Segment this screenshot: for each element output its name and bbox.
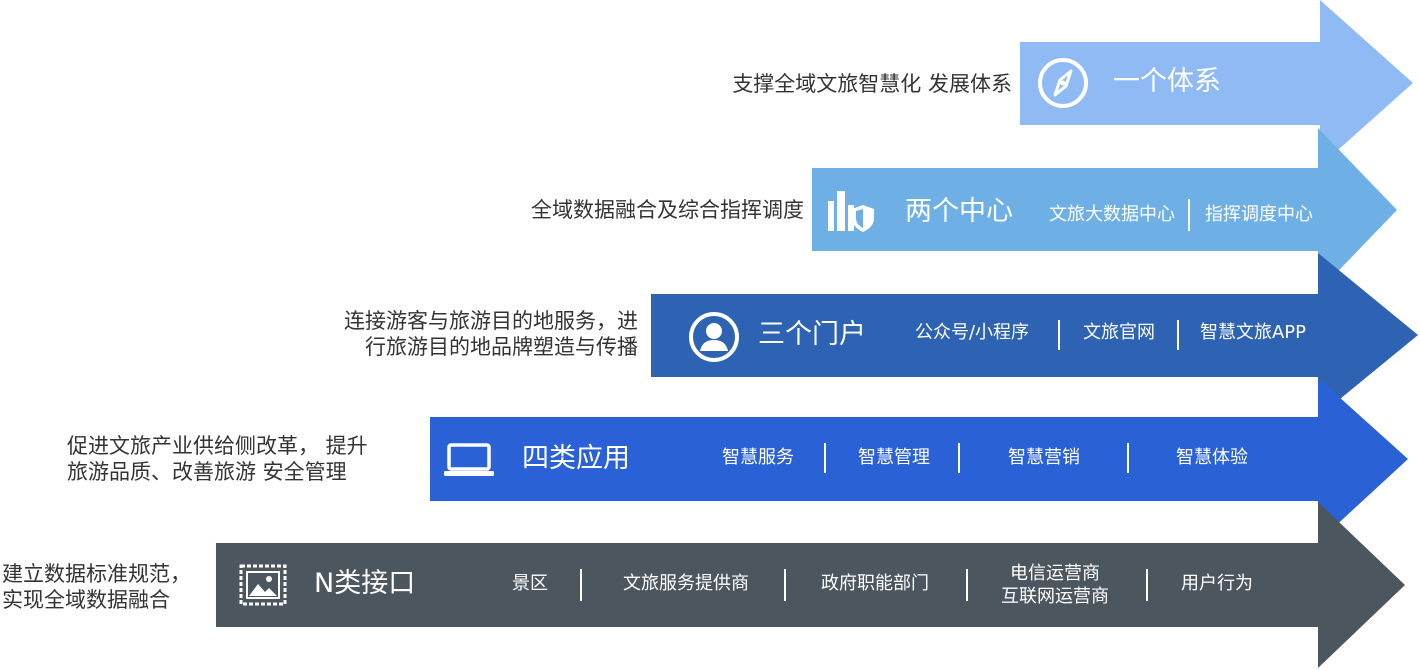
description-one-system: 支撑全域文旅智慧化 发展体系 <box>640 71 1012 97</box>
item-smart-service: 智慧服务 <box>722 447 794 468</box>
description-line: 旅游品质、改善旅游 安全管理 <box>67 460 347 484</box>
item-smart-management: 智慧管理 <box>858 447 930 468</box>
title-three-portals: 三个门户 <box>758 319 866 350</box>
arrow-three-portals <box>651 253 1418 417</box>
description-four-apps: 促进文旅产业供给侧改革， 提升 旅游品质、改善旅游 安全管理 <box>67 433 427 485</box>
item-operators: 电信运营商 互联网运营商 <box>1001 563 1109 607</box>
building-shield-icon <box>826 187 878 237</box>
title-two-centers: 两个中心 <box>905 196 1013 227</box>
compass-icon <box>1036 56 1090 114</box>
item-command-center: 指挥调度中心 <box>1205 204 1313 225</box>
description-three-portals: 连接游客与旅游目的地服务，进 行旅游目的地品牌塑造与传播 <box>250 308 638 360</box>
description-line: 实现全域数据融合 <box>2 588 170 612</box>
arrow-n-interfaces <box>216 502 1405 668</box>
description-n-interfaces: 建立数据标准规范， 实现全域数据融合 <box>2 561 212 613</box>
arrow-one-system <box>1020 0 1413 166</box>
divider <box>580 569 582 601</box>
description-line: 促进文旅产业供给侧改革， 提升 <box>67 434 368 458</box>
divider <box>966 569 968 601</box>
item-official-account: 公众号/小程序 <box>914 322 1030 343</box>
description-line: 支撑全域文旅智慧化 发展体系 <box>732 72 1012 96</box>
divider <box>1177 320 1179 350</box>
divider <box>958 443 960 473</box>
description-two-centers: 全域数据融合及综合指挥调度 <box>420 197 804 223</box>
arrow-four-apps <box>430 378 1408 542</box>
description-line: 建立数据标准规范， <box>2 562 191 586</box>
divider <box>1146 569 1148 601</box>
description-line: 全域数据融合及综合指挥调度 <box>531 198 804 222</box>
description-line: 连接游客与旅游目的地服务，进 <box>344 309 638 333</box>
title-one-system: 一个体系 <box>1113 66 1221 97</box>
divider <box>824 443 826 473</box>
item-service-providers: 文旅服务提供商 <box>623 573 749 594</box>
item-smart-marketing: 智慧营销 <box>1008 447 1080 468</box>
arrow-two-centers <box>812 128 1397 292</box>
item-user-behavior: 用户行为 <box>1181 573 1253 594</box>
item-big-data-center: 文旅大数据中心 <box>1049 204 1175 225</box>
divider <box>1058 320 1060 350</box>
image-icon <box>239 564 287 610</box>
title-four-apps: 四类应用 <box>522 443 630 474</box>
item-smart-experience: 智慧体验 <box>1176 447 1248 468</box>
description-line: 行旅游目的地品牌塑造与传播 <box>365 335 638 359</box>
divider <box>784 569 786 601</box>
item-scenic-area: 景区 <box>512 573 548 594</box>
user-icon <box>688 311 740 367</box>
title-n-interfaces: N类接口 <box>314 568 416 599</box>
item-smart-app: 智慧文旅APP <box>1199 322 1307 343</box>
item-official-site: 文旅官网 <box>1083 322 1155 343</box>
divider <box>1127 443 1129 473</box>
item-government-departments: 政府职能部门 <box>821 573 929 594</box>
divider <box>1188 199 1190 231</box>
laptop-icon <box>443 443 495 481</box>
